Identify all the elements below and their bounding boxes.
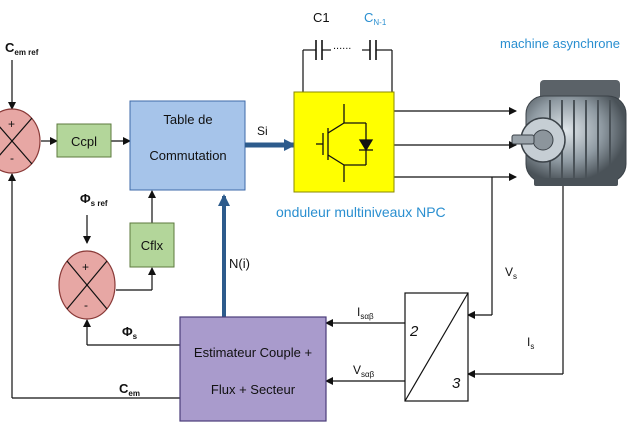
isab-label: Isαβ bbox=[357, 305, 374, 321]
ni-label: N(i) bbox=[229, 256, 250, 271]
igbt-symbol bbox=[316, 104, 374, 182]
cflx-label: Cflx bbox=[141, 238, 164, 253]
capacitor-c1-label: C1 bbox=[313, 10, 330, 25]
capacitor-bank bbox=[315, 40, 377, 60]
switching-table-block bbox=[129, 100, 246, 191]
vsab-label: Vsαβ bbox=[353, 363, 375, 379]
capacitor-cn1-label: CN-1 bbox=[364, 10, 387, 27]
estimator-label-2: Flux + Secteur bbox=[211, 382, 296, 397]
vs-label: Vs bbox=[505, 265, 517, 281]
flux-comparator-plus: + bbox=[82, 260, 89, 274]
flux-comparator: + - bbox=[58, 250, 116, 320]
torque-comparator: + - bbox=[0, 108, 41, 174]
induction-motor-icon bbox=[511, 80, 627, 186]
phi-ref-label: Φs ref bbox=[80, 191, 108, 208]
machine-label: machine asynchrone bbox=[500, 36, 620, 51]
cem-ref-label: Cem ref bbox=[5, 40, 39, 57]
torque-comparator-minus: - bbox=[10, 151, 14, 165]
clarke-transform-block: 2 3 bbox=[404, 292, 469, 402]
wires bbox=[8, 49, 564, 399]
ccpl-block bbox=[56, 123, 112, 158]
torque-comparator-plus: + bbox=[8, 117, 15, 131]
si-label: Si bbox=[257, 124, 268, 138]
cem-feedback-label: Cem bbox=[119, 381, 140, 398]
switching-table-label-1: Table de bbox=[163, 112, 212, 127]
is-label: Is bbox=[527, 335, 534, 351]
inverter-label: onduleur multiniveaux NPC bbox=[276, 204, 446, 220]
estimator-block bbox=[179, 316, 327, 422]
ccpl-label: Ccpl bbox=[71, 134, 97, 149]
flux-comparator-minus: - bbox=[84, 298, 88, 312]
switching-table-label-2: Commutation bbox=[149, 148, 226, 163]
cflx-block bbox=[129, 222, 175, 268]
estimator-label-1: Estimateur Couple + bbox=[194, 345, 312, 360]
capacitor-dots: ...... bbox=[333, 40, 351, 52]
transform-in-label: 2 bbox=[409, 323, 419, 340]
transform-out-label: 3 bbox=[452, 375, 461, 392]
phis-feedback-label: Φs bbox=[122, 324, 138, 341]
